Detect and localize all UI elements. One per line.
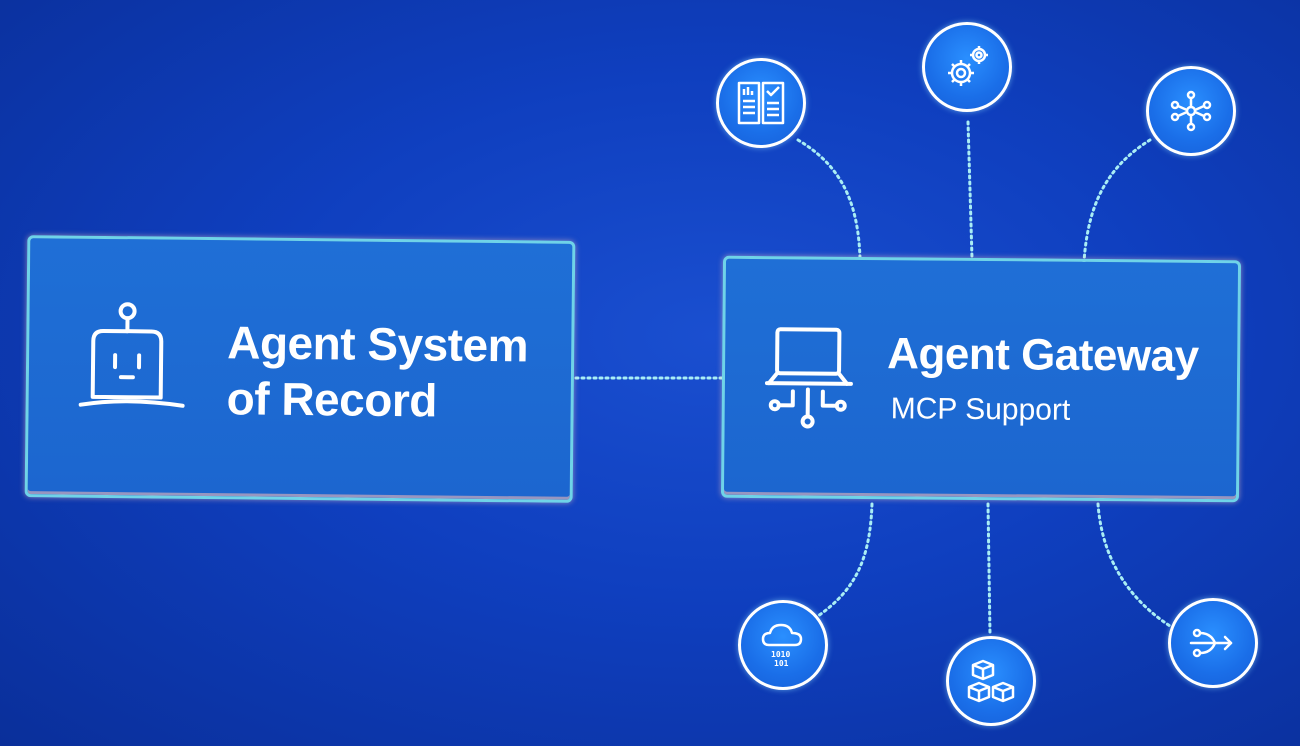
connector-bottom-right <box>1096 502 1172 628</box>
connector-bottom-center <box>986 502 992 636</box>
agent-system-of-record-box: Agent System of Record <box>24 235 576 503</box>
right-box-subtitle: MCP Support <box>890 392 1071 427</box>
right-box-title: Agent Gateway <box>887 329 1199 381</box>
left-box-title: Agent System of Record <box>226 314 528 429</box>
network-graph-icon <box>1170 90 1212 132</box>
left-box-title-line2: of Record <box>226 372 438 427</box>
laptop-circuit-icon <box>764 327 853 429</box>
svg-text:1010: 1010 <box>771 650 790 659</box>
connector-top-left <box>796 138 862 260</box>
left-box-title-line1: Agent System <box>227 316 529 372</box>
connector-top-center <box>966 120 974 260</box>
report-checklist-icon <box>737 81 785 125</box>
node-top-center <box>922 22 1012 112</box>
robot-icon <box>78 302 185 408</box>
node-bottom-left: 1010 101 <box>738 600 828 690</box>
svg-text:101: 101 <box>774 659 789 668</box>
node-top-left <box>716 58 806 148</box>
gears-icon <box>948 46 988 86</box>
cubes-icon <box>967 659 1015 703</box>
split-arrow-icon <box>1189 628 1233 658</box>
connector-bottom-left <box>816 502 874 618</box>
node-top-right <box>1146 66 1236 156</box>
cloud-binary-icon: 1010 101 <box>761 623 803 668</box>
node-bottom-right <box>1168 598 1258 688</box>
connector-top-right <box>1082 138 1152 264</box>
node-bottom-center <box>946 636 1036 726</box>
agent-gateway-box: Agent Gateway MCP Support <box>720 255 1242 503</box>
